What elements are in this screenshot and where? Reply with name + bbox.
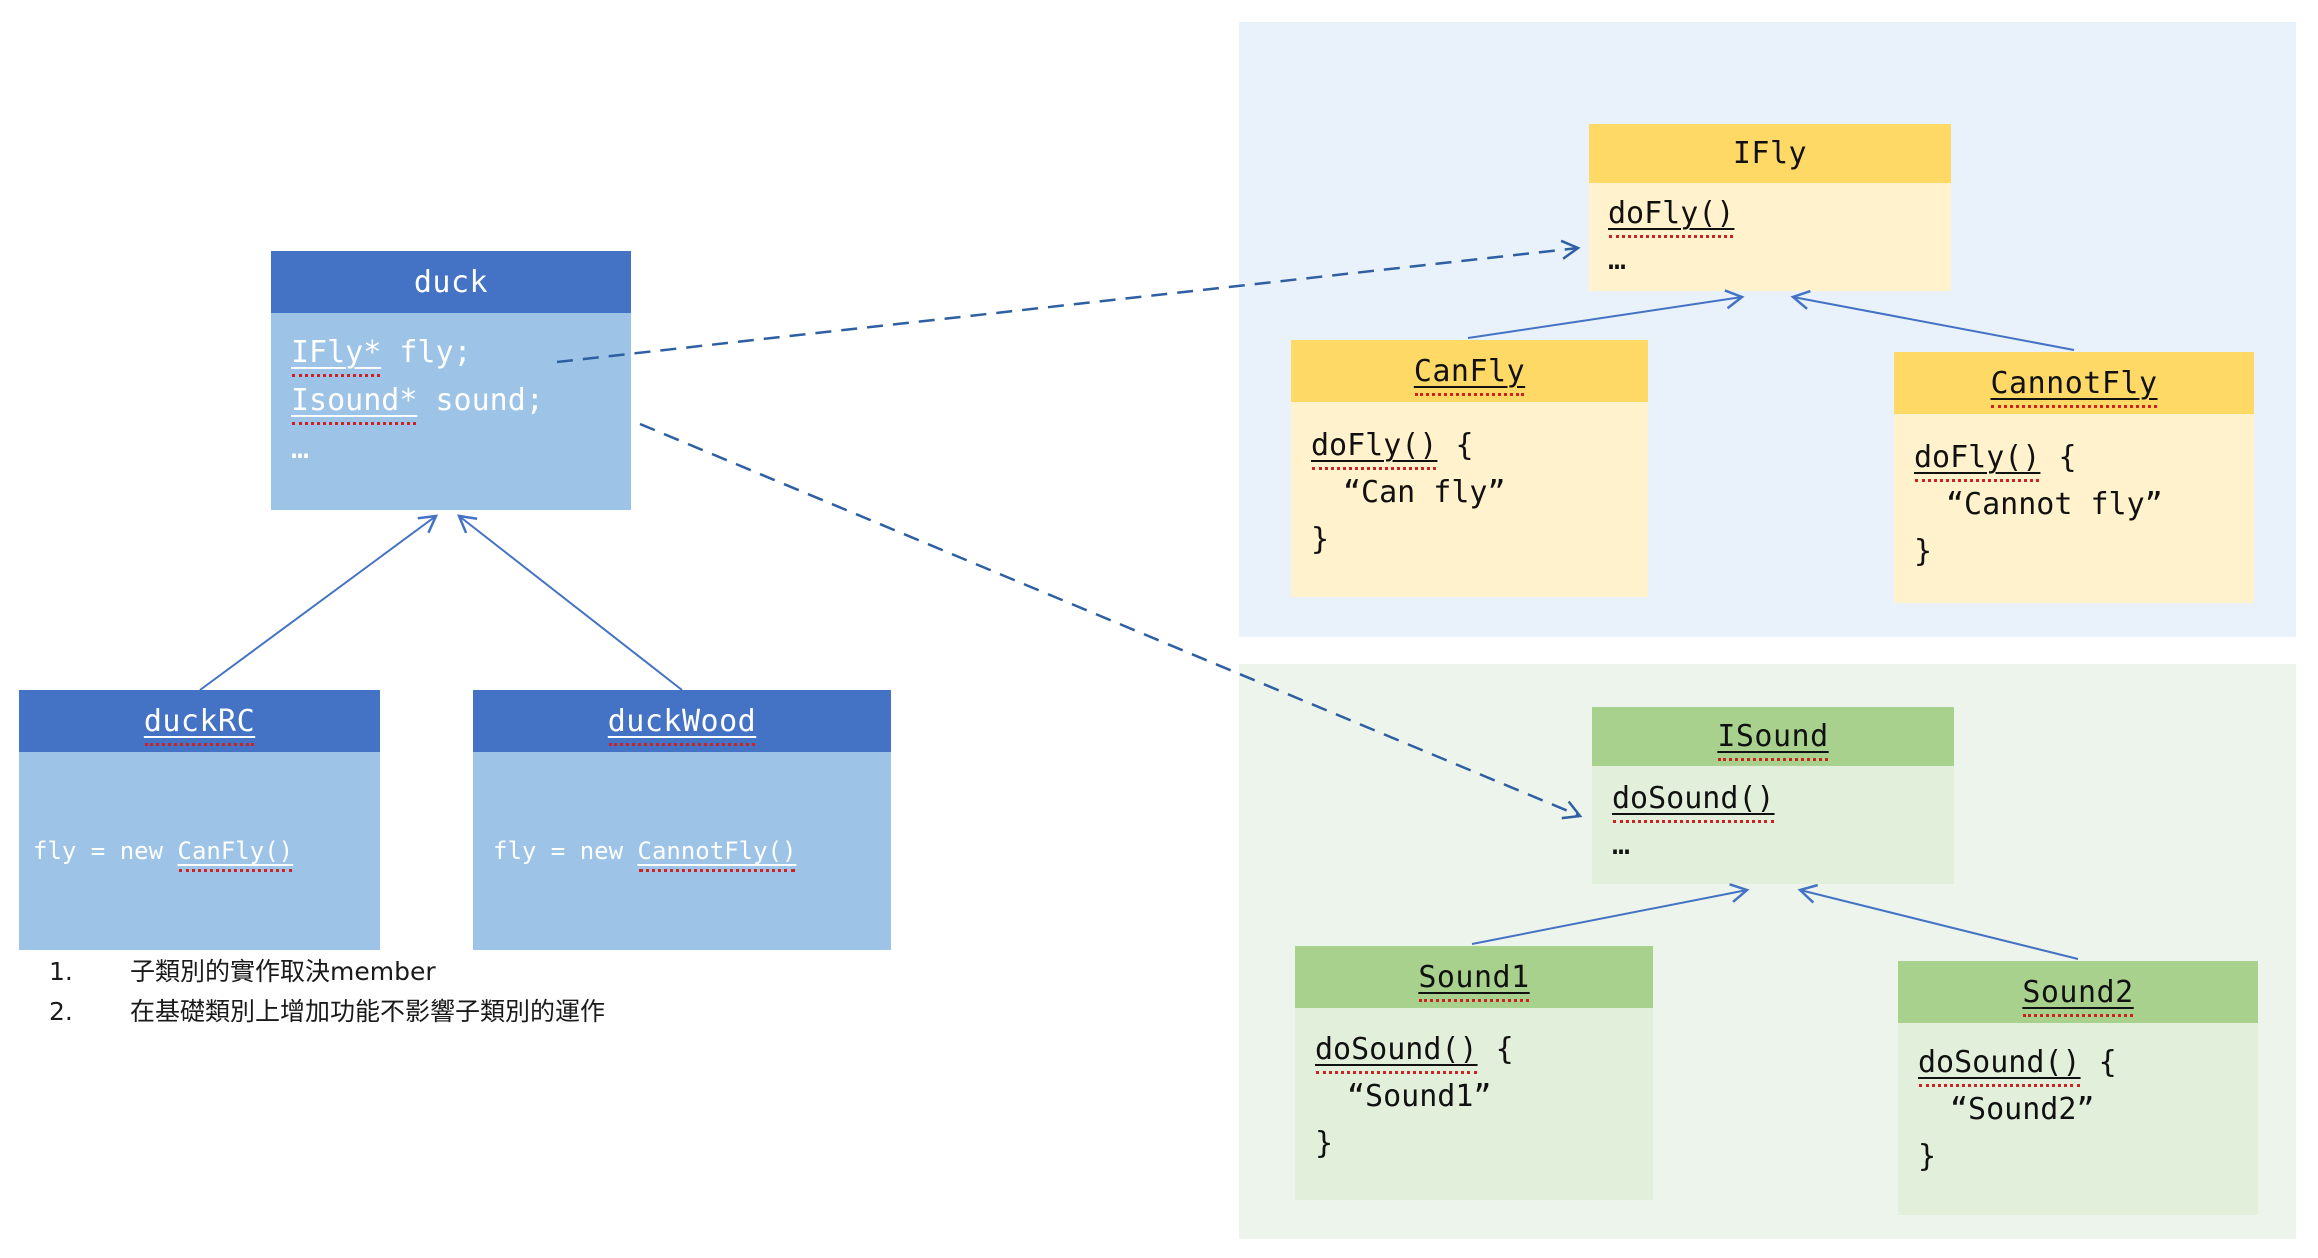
cannotfly-class-header: CannotFly bbox=[1894, 352, 2254, 414]
duckrc-class-body: fly = new CanFly() bbox=[19, 752, 380, 950]
ifly-method-name: doFly() bbox=[1608, 196, 1735, 231]
isound-method-line: doSound() bbox=[1612, 776, 1954, 822]
note-1-text: 子類別的實作取決member bbox=[130, 957, 436, 986]
sound2-class-name: Sound2 bbox=[2022, 974, 2134, 1017]
canfly-brace-open: { bbox=[1437, 428, 1474, 463]
sound1-class-name: Sound1 bbox=[1418, 959, 1530, 1002]
duckwood-class-box: duckWood fly = new CannotFly() bbox=[473, 690, 891, 950]
sound2-brace-close: } bbox=[1918, 1139, 1937, 1174]
sound1-class-body: doSound() { “Sound1” } bbox=[1295, 1008, 1653, 1200]
sound2-method-name: doSound() bbox=[1918, 1045, 2081, 1080]
duckwood-assignment-pre: fly = new bbox=[493, 837, 638, 865]
duckrc-class-header: duckRC bbox=[19, 690, 380, 752]
inherit-duckrc-duck bbox=[199, 514, 439, 691]
sound2-class-header: Sound2 bbox=[1898, 961, 2258, 1023]
note-item-2: 2. 在基礎類別上增加功能不影響子類別的運作 bbox=[49, 992, 605, 1032]
duck-field-sound: Isound* sound; bbox=[291, 377, 631, 425]
duckwood-strategy-class: CannotFly() bbox=[637, 837, 797, 865]
ifly-class-header: IFly bbox=[1589, 124, 1951, 183]
isound-class-header: ISound bbox=[1592, 707, 1954, 766]
canfly-class-header: CanFly bbox=[1291, 340, 1648, 402]
duck-class-body: IFly* fly; Isound* sound; … bbox=[271, 313, 631, 510]
sound2-method-line: doSound() { bbox=[1918, 1039, 2258, 1086]
duckrc-assignment: fly = new CanFly() bbox=[33, 837, 293, 865]
sound1-brace-open: { bbox=[1477, 1032, 1514, 1067]
canfly-method-line: doFly() { bbox=[1311, 422, 1648, 469]
sound1-method-name: doSound() bbox=[1315, 1032, 1478, 1067]
isound-class-body: doSound() … bbox=[1592, 766, 1954, 884]
ifly-class-box: IFly doFly() … bbox=[1589, 124, 1951, 291]
cannotfly-class-body: doFly() { “Cannot fly” } bbox=[1894, 414, 2254, 603]
note-2-text: 在基礎類別上增加功能不影響子類別的運作 bbox=[130, 997, 606, 1026]
duck-field-fly-rest: fly; bbox=[381, 335, 472, 370]
sound1-class-header: Sound1 bbox=[1295, 946, 1653, 1008]
duckrc-assignment-pre: fly = new bbox=[33, 837, 178, 865]
sound2-class-box: Sound2 doSound() { “Sound2” } bbox=[1898, 961, 2258, 1215]
duckrc-strategy-class: CanFly() bbox=[177, 837, 294, 865]
sound2-brace-open: { bbox=[2080, 1045, 2117, 1080]
isound-class-box: ISound doSound() … bbox=[1592, 707, 1954, 884]
duck-class-box: duck IFly* fly; Isound* sound; … bbox=[271, 251, 631, 510]
isound-class-name: ISound bbox=[1717, 719, 1829, 761]
duck-field-fly: IFly* fly; bbox=[291, 329, 631, 377]
sound1-brace-close: } bbox=[1315, 1126, 1334, 1161]
canfly-brace-close: } bbox=[1311, 522, 1330, 557]
duck-field-fly-type: IFly* bbox=[291, 335, 382, 370]
sound2-string-line: “Sound2” bbox=[1950, 1092, 2095, 1127]
inherit-duckwood-duck bbox=[456, 514, 683, 691]
cannotfly-brace-open: { bbox=[2040, 440, 2077, 475]
notes-list: 1. 子類別的實作取決member 2. 在基礎類別上增加功能不影響子類別的運作 bbox=[49, 952, 605, 1032]
cannotfly-method-line: doFly() { bbox=[1914, 434, 2254, 481]
ifly-ellipsis: … bbox=[1608, 242, 1627, 277]
duck-class-header: duck bbox=[271, 251, 631, 313]
duckrc-class-box: duckRC fly = new CanFly() bbox=[19, 690, 380, 950]
cannotfly-class-box: CannotFly doFly() { “Cannot fly” } bbox=[1894, 352, 2254, 603]
duckwood-class-body: fly = new CannotFly() bbox=[473, 752, 891, 950]
canfly-class-name: CanFly bbox=[1413, 353, 1526, 396]
ifly-class-body: doFly() … bbox=[1589, 183, 1951, 291]
duckwood-assignment: fly = new CannotFly() bbox=[493, 837, 796, 865]
ifly-class-name: IFly bbox=[1732, 136, 1808, 171]
isound-method-name: doSound() bbox=[1612, 781, 1775, 816]
sound1-class-box: Sound1 doSound() { “Sound1” } bbox=[1295, 946, 1653, 1200]
note-2-number: 2. bbox=[49, 997, 73, 1026]
duckwood-class-header: duckWood bbox=[473, 690, 891, 752]
cannotfly-brace-close: } bbox=[1914, 534, 1933, 569]
canfly-class-box: CanFly doFly() { “Can fly” } bbox=[1291, 340, 1648, 597]
isound-ellipsis: … bbox=[1612, 827, 1631, 862]
cannotfly-string-line: “Cannot fly” bbox=[1946, 487, 2163, 522]
canfly-method-name: doFly() bbox=[1311, 428, 1438, 463]
duck-ellipsis: … bbox=[291, 431, 310, 466]
sound1-string-line: “Sound1” bbox=[1347, 1079, 1492, 1114]
sound2-class-body: doSound() { “Sound2” } bbox=[1898, 1023, 2258, 1215]
ifly-method-line: doFly() bbox=[1608, 191, 1951, 237]
canfly-string-line: “Can fly” bbox=[1343, 475, 1506, 510]
note-1-number: 1. bbox=[49, 957, 73, 986]
duck-class-name: duck bbox=[413, 264, 489, 300]
duck-field-sound-type: Isound* bbox=[291, 383, 418, 418]
cannotfly-method-name: doFly() bbox=[1914, 440, 2041, 475]
canfly-class-body: doFly() { “Can fly” } bbox=[1291, 402, 1648, 597]
note-item-1: 1. 子類別的實作取決member bbox=[49, 952, 605, 992]
duckwood-class-name: duckWood bbox=[607, 703, 757, 746]
sound1-method-line: doSound() { bbox=[1315, 1026, 1653, 1073]
duck-field-sound-rest: sound; bbox=[417, 383, 544, 418]
duckrc-class-name: duckRC bbox=[143, 703, 256, 746]
cannotfly-class-name: CannotFly bbox=[1990, 365, 2158, 408]
